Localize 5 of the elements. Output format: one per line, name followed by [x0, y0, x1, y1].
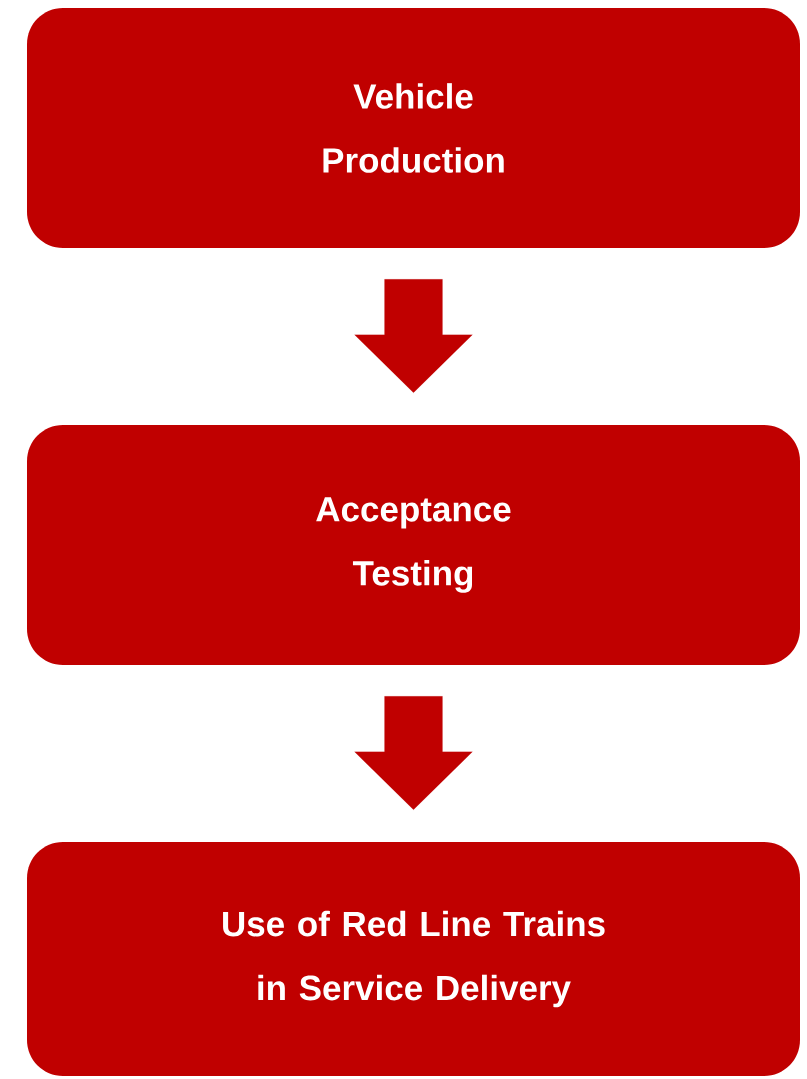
process-box: Vehicle Production: [27, 8, 800, 248]
process-box: Use of Red Line Trains in Service Delivery: [27, 842, 800, 1076]
block-arrow: [354, 279, 473, 393]
process-box: Acceptance Testing: [27, 425, 800, 665]
block-arrow: [354, 696, 473, 810]
